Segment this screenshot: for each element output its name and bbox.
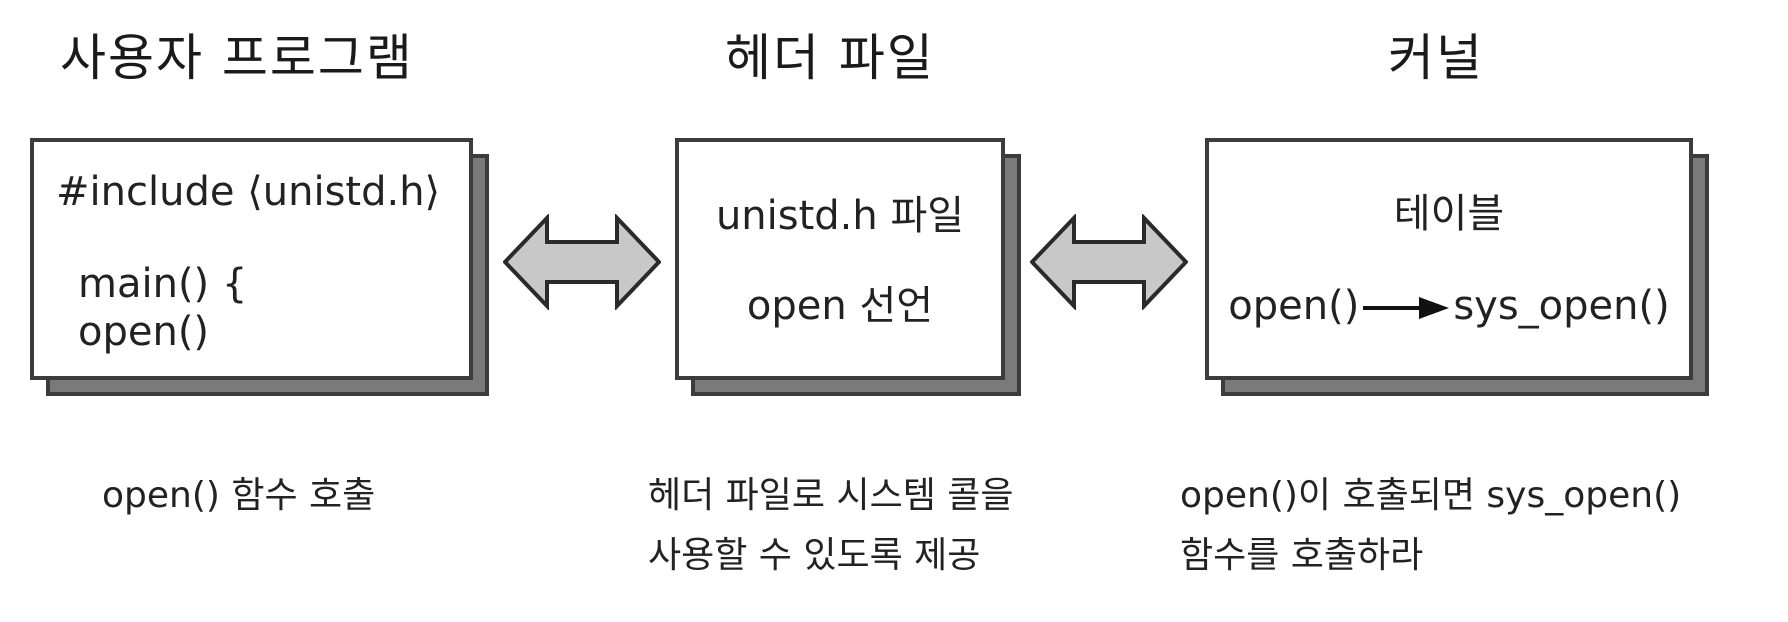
kernel-caption-line-2: 함수를 호출하라 — [1180, 535, 1424, 576]
open-call-line: open() — [78, 309, 210, 355]
kernel-box-face: 테이블 open() sys_open() — [1205, 138, 1693, 380]
user-program-box: #include ⟨unistd.h⟩ main() { open() — [30, 138, 489, 396]
kernel-box: 테이블 open() sys_open() — [1205, 138, 1709, 396]
main-line: main() { — [78, 261, 248, 307]
right-arrow-icon — [1363, 297, 1450, 319]
double-arrow-icon — [503, 214, 661, 310]
kernel-caption-line-1: open()이 호출되면 sys_open() — [1180, 475, 1682, 516]
mapping-from: open() — [1228, 283, 1360, 329]
header-file-caption-line-2: 사용할 수 있도록 제공 — [648, 535, 981, 576]
header-file-title: 헤더 파일 — [725, 29, 935, 87]
double-arrow-icon — [1030, 214, 1188, 310]
header-file-caption-line-1: 헤더 파일로 시스템 콜을 — [648, 475, 1014, 516]
syscall-mapping: open() sys_open() — [1209, 282, 1689, 330]
header-file-box: unistd.h 파일 open 선언 — [675, 138, 1021, 396]
mapping-to: sys_open() — [1453, 283, 1670, 329]
unistd-file-line: unistd.h 파일 — [715, 193, 965, 239]
user-program-title: 사용자 프로그램 — [60, 29, 414, 87]
kernel-title: 커널 — [1388, 29, 1484, 87]
user-program-box-face: #include ⟨unistd.h⟩ main() { open() — [30, 138, 473, 380]
open-declaration-line: open 선언 — [746, 283, 934, 329]
header-file-box-face: unistd.h 파일 open 선언 — [675, 138, 1005, 380]
include-line: #include ⟨unistd.h⟩ — [56, 169, 441, 215]
table-label: 테이블 — [1393, 191, 1505, 237]
user-program-caption: open() 함수 호출 — [102, 475, 376, 516]
